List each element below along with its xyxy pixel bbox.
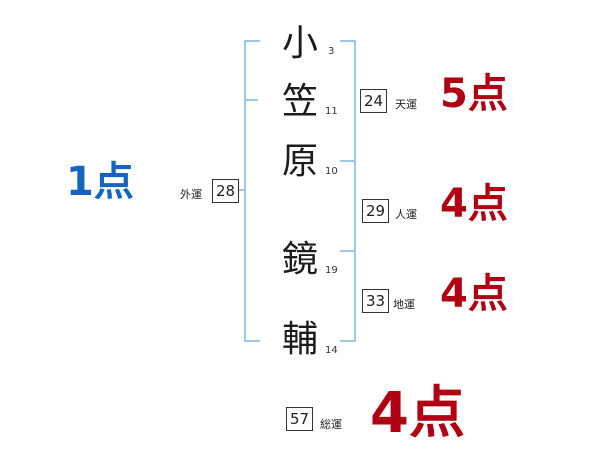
name-char-4: 鏡 <box>281 239 318 280</box>
gaiun-score: 1点 <box>66 159 134 205</box>
tenun-score: 5点 <box>440 71 508 117</box>
gaiun-bracket-tick <box>244 99 258 101</box>
jinun-bracket <box>340 160 356 252</box>
stroke-count-4: 19 <box>325 265 338 276</box>
tenun-label: 天運 <box>395 98 417 111</box>
chiun-bracket <box>340 250 356 342</box>
stroke-count-1: 3 <box>328 46 335 57</box>
name-char-1: 小 <box>281 23 318 64</box>
gaiun-bracket <box>244 40 260 342</box>
gaiun-connector <box>236 189 246 191</box>
chiun-value: 33 <box>362 289 389 313</box>
souun-score: 4点 <box>370 381 465 446</box>
stroke-count-2: 11 <box>325 106 338 117</box>
stroke-count-5: 14 <box>325 345 338 356</box>
jinun-label: 人運 <box>395 208 417 221</box>
souun-value: 57 <box>286 407 313 431</box>
tenun-bracket <box>340 40 356 162</box>
stroke-count-3: 10 <box>325 166 338 177</box>
name-char-5: 輔 <box>281 319 318 360</box>
name-char-3: 原 <box>281 141 318 182</box>
gaiun-label: 外運 <box>180 188 202 201</box>
name-char-2: 笠 <box>281 81 318 122</box>
jinun-score: 4点 <box>440 181 508 227</box>
chiun-label: 地運 <box>393 298 415 311</box>
tenun-value: 24 <box>360 89 387 113</box>
jinun-value: 29 <box>362 199 389 223</box>
chiun-score: 4点 <box>440 271 508 317</box>
souun-label: 総運 <box>320 418 342 431</box>
gaiun-value: 28 <box>212 179 239 203</box>
